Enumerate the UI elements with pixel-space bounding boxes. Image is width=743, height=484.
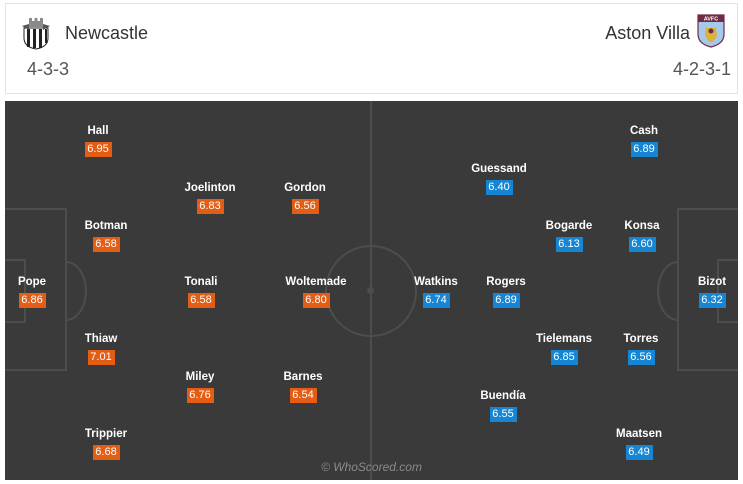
player-home[interactable]: Hall 6.95	[58, 124, 138, 157]
player-away[interactable]: Konsa 6.60	[602, 219, 682, 252]
newcastle-crest-icon	[22, 18, 50, 50]
player-rating: 6.58	[92, 237, 120, 252]
player-name: Bogarde	[545, 220, 593, 232]
center-circle	[325, 245, 417, 337]
player-rating: 6.13	[555, 237, 583, 252]
player-rating: 6.60	[628, 237, 656, 252]
player-home[interactable]: Miley 6.76	[160, 370, 240, 403]
player-away[interactable]: Rogers 6.89	[466, 275, 546, 308]
player-rating: 6.83	[196, 199, 224, 214]
player-rating: 6.56	[627, 350, 655, 365]
player-away[interactable]: Buendía 6.55	[463, 389, 543, 422]
player-home[interactable]: Pope 6.86	[5, 275, 72, 308]
player-rating: 6.68	[92, 445, 120, 460]
player-rating: 6.40	[485, 180, 513, 195]
player-name: Thiaw	[84, 333, 118, 345]
player-name: Hall	[87, 125, 109, 137]
player-rating: 6.76	[186, 388, 214, 403]
player-home[interactable]: Woltemade 6.80	[276, 275, 356, 308]
player-name: Buendía	[480, 390, 526, 402]
watermark: © WhoScored.com	[321, 460, 422, 474]
player-away[interactable]: Torres 6.56	[601, 332, 681, 365]
player-away[interactable]: Bogarde 6.13	[529, 219, 609, 252]
player-name: Joelinton	[184, 182, 236, 194]
player-name: Tielemans	[535, 333, 593, 345]
player-name: Bizot	[697, 276, 727, 288]
player-rating: 6.55	[489, 407, 517, 422]
player-away[interactable]: Cash 6.89	[604, 124, 684, 157]
player-away[interactable]: Tielemans 6.85	[524, 332, 604, 365]
right-penalty-box	[677, 208, 738, 371]
player-away[interactable]: Bizot 6.32	[672, 275, 738, 308]
player-rating: 7.01	[87, 350, 115, 365]
player-rating: 6.49	[625, 445, 653, 460]
player-name: Tonali	[184, 276, 218, 288]
player-home[interactable]: Barnes 6.54	[263, 370, 343, 403]
player-away[interactable]: Guessand 6.40	[459, 162, 539, 195]
player-rating: 6.58	[187, 293, 215, 308]
player-rating: 6.95	[84, 142, 112, 157]
player-name: Trippier	[84, 428, 128, 440]
player-rating: 6.80	[302, 293, 330, 308]
away-formation: 4-2-3-1	[672, 59, 731, 79]
player-rating: 6.74	[422, 293, 450, 308]
player-name: Torres	[623, 333, 659, 345]
player-rating: 6.85	[550, 350, 578, 365]
player-name: Konsa	[624, 220, 660, 232]
player-rating: 6.89	[492, 293, 520, 308]
home-formation: 4-3-3	[27, 59, 70, 79]
player-name: Cash	[629, 125, 659, 137]
pitch: Pope 6.86 Hall 6.95 Botman 6.58 Thiaw 7.…	[5, 101, 738, 480]
player-name: Pope	[17, 276, 47, 288]
player-home[interactable]: Joelinton 6.83	[170, 181, 250, 214]
player-rating: 6.32	[698, 293, 726, 308]
player-name: Watkins	[414, 276, 458, 288]
home-team-name[interactable]: Newcastle	[65, 23, 149, 43]
player-away[interactable]: Maatsen 6.49	[599, 427, 679, 460]
player-home[interactable]: Trippier 6.68	[66, 427, 146, 460]
player-name: Gordon	[284, 182, 326, 194]
player-name: Rogers	[486, 276, 526, 288]
player-name: Botman	[84, 220, 128, 232]
player-rating: 6.56	[291, 199, 319, 214]
player-home[interactable]: Gordon 6.56	[265, 181, 345, 214]
player-home[interactable]: Tonali 6.58	[161, 275, 241, 308]
aston-villa-crest-icon: AVFC	[697, 14, 725, 48]
player-rating: 6.54	[289, 388, 317, 403]
player-name: Barnes	[283, 371, 323, 383]
crest-text: AVFC	[704, 17, 719, 23]
player-away[interactable]: Watkins 6.74	[396, 275, 476, 308]
player-name: Woltemade	[285, 276, 347, 288]
player-name: Guessand	[471, 163, 527, 175]
player-home[interactable]: Botman 6.58	[66, 219, 146, 252]
away-team-name[interactable]: Aston Villa	[605, 23, 690, 43]
player-name: Miley	[185, 371, 215, 383]
center-spot	[367, 287, 374, 294]
right-six-yard-box	[717, 259, 738, 323]
player-home[interactable]: Thiaw 7.01	[61, 332, 141, 365]
left-six-yard-box	[5, 259, 26, 323]
player-rating: 6.89	[630, 142, 658, 157]
player-name: Maatsen	[615, 428, 663, 440]
match-header: Newcastle 4-3-3 AVFC Aston Villa 4-2-3-1	[5, 3, 738, 94]
player-rating: 6.86	[18, 293, 46, 308]
